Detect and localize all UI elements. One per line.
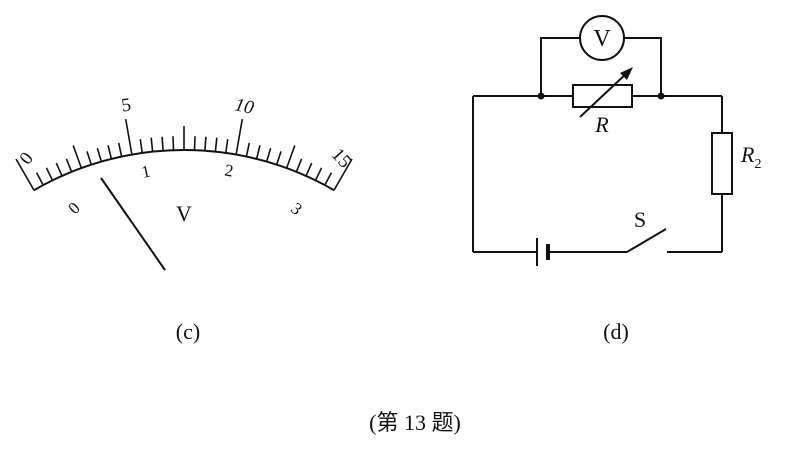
dial-needle	[100, 177, 166, 271]
dial-tick	[245, 142, 251, 157]
dial-tick	[124, 118, 133, 155]
dial-tick	[255, 145, 261, 160]
dial-tick	[72, 145, 83, 169]
dial-tick	[285, 145, 296, 169]
dial-tick	[314, 167, 323, 181]
switch-label: S	[634, 207, 646, 232]
voltmeter-symbol-label: V	[593, 26, 611, 52]
inner-scale-0: 0	[64, 198, 83, 217]
caption-c: (c)	[176, 319, 200, 344]
dial-tick	[35, 172, 44, 186]
dial-tick	[324, 172, 333, 186]
figure-caption: (第 13 题)	[369, 410, 461, 435]
dial-tick	[139, 138, 143, 154]
dial-tick	[86, 151, 93, 165]
dial-ticks	[15, 118, 353, 191]
dial-tick	[65, 158, 73, 173]
outer-scale-5: 5	[120, 94, 132, 116]
dial-tick	[275, 151, 282, 165]
dial-arc	[33, 149, 335, 192]
junction-left	[537, 92, 545, 100]
wire-meter-left	[540, 37, 580, 96]
inner-scale-1: 1	[140, 161, 152, 181]
resistor-r2-label-sub: 2	[754, 157, 761, 172]
rheostat-arrow-head	[620, 67, 633, 80]
dial-tick	[214, 137, 218, 152]
resistor-r2-label-main: R	[740, 142, 755, 167]
caption-d: (d)	[603, 319, 629, 344]
dial-tick	[235, 118, 244, 155]
dial-tick	[161, 136, 164, 151]
outer-scale-10: 10	[233, 94, 256, 119]
dial-tick	[204, 136, 207, 151]
dial-tick	[15, 158, 35, 191]
dial-tick	[333, 158, 353, 191]
dial-tick	[96, 147, 103, 162]
resistor-r2-label: R2	[740, 142, 761, 172]
voltmeter-dial: 0 5 10 15 0 1 2 3 V	[15, 94, 355, 271]
dial-tick	[193, 136, 196, 151]
dial-tick	[225, 138, 229, 154]
resistor-r2-body	[711, 132, 733, 195]
dial-tick	[117, 142, 123, 157]
circuit-diagram: V R R2 S	[472, 15, 761, 266]
rheostat-label: R	[594, 112, 609, 137]
dial-tick	[265, 147, 272, 162]
dial-unit-label: V	[176, 201, 192, 226]
outer-scale-15: 15	[327, 144, 355, 172]
junction-right	[657, 92, 665, 100]
outer-scale-0: 0	[15, 148, 37, 168]
switch-blade	[626, 228, 667, 253]
dial-tick	[45, 167, 54, 181]
inner-scale-3: 3	[287, 199, 306, 219]
voltmeter-symbol	[579, 15, 625, 61]
wire-meter-right	[624, 37, 662, 96]
inner-scale-2: 2	[223, 160, 235, 180]
rheostat-arrow-shaft	[579, 71, 629, 118]
rheostat-body	[572, 84, 633, 108]
dial-tick	[107, 145, 113, 160]
dial-tick	[305, 162, 313, 177]
dial-tick	[172, 136, 175, 151]
dial-tick	[55, 162, 63, 177]
dial-tick	[295, 158, 303, 173]
dial-tick	[150, 137, 154, 152]
